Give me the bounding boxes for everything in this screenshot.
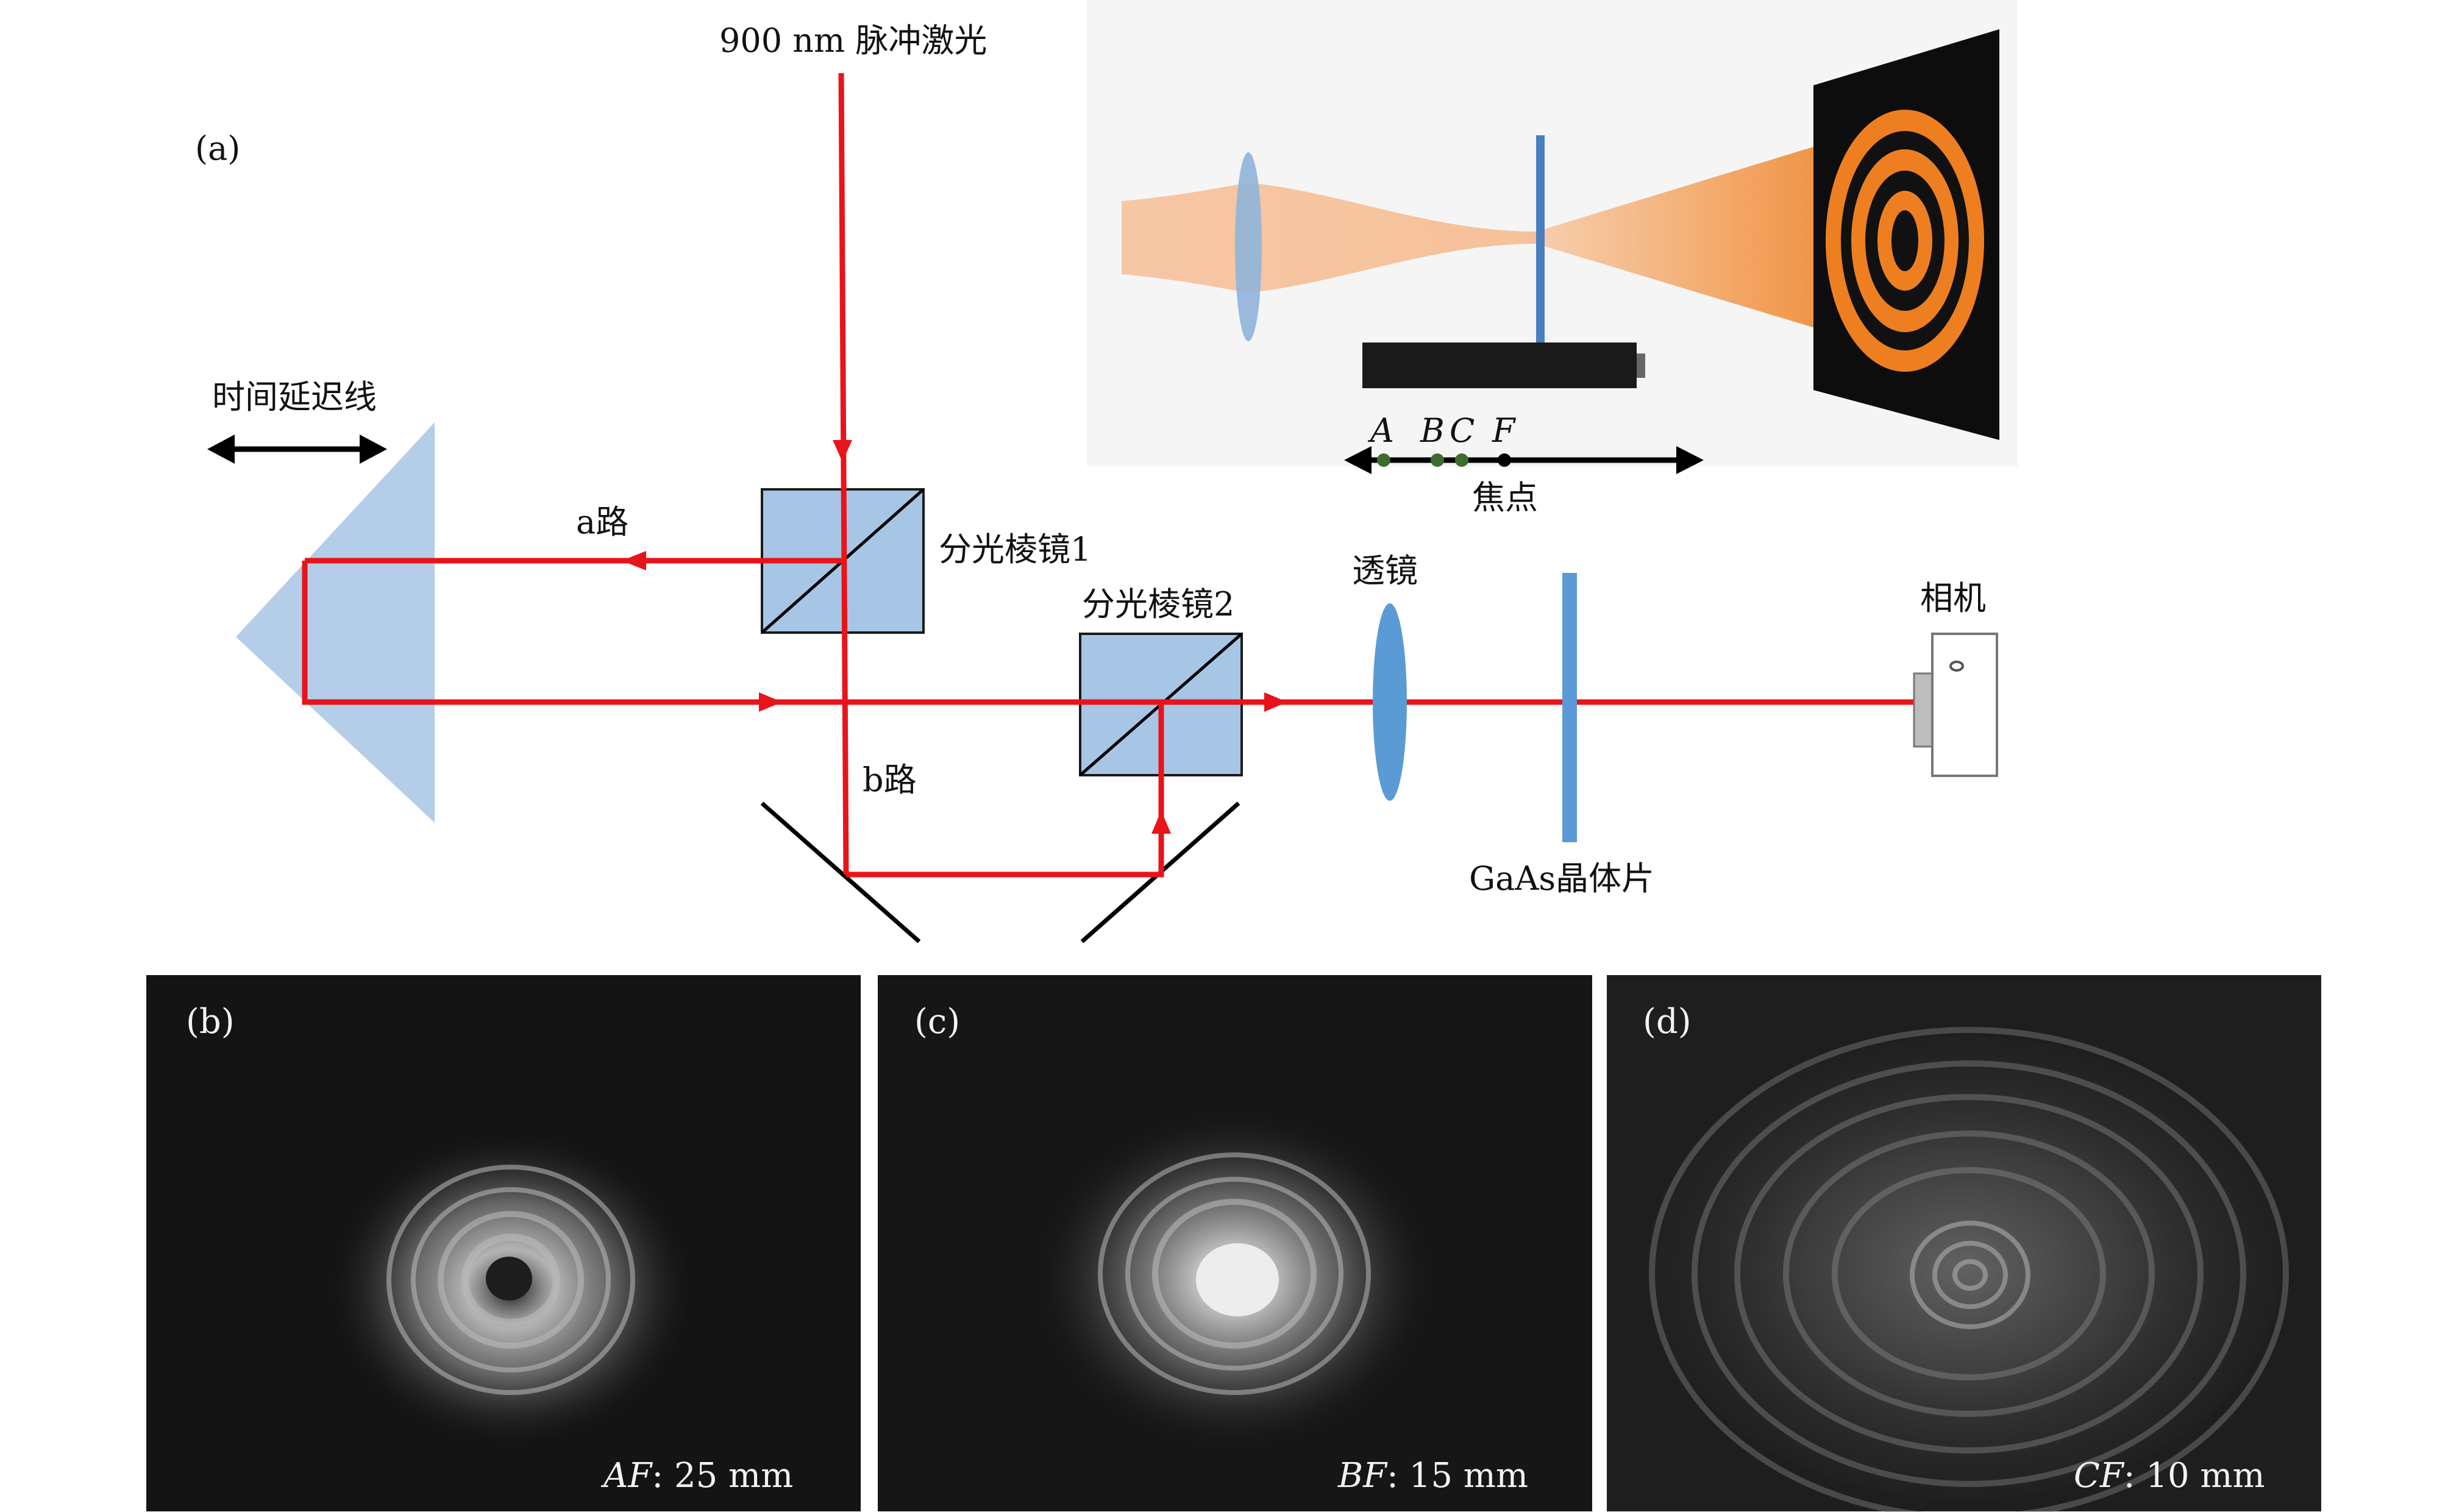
photo-c-bright-center [1196, 1243, 1279, 1316]
beam-arrow-left [622, 551, 646, 570]
lens-label: 透镜 [1352, 552, 1418, 590]
photo-b-dark-center [486, 1257, 532, 1301]
delay-line-label: 时间延迟线 [212, 378, 377, 416]
path-b-label: b路 [863, 761, 917, 799]
beam-arrow-up [1151, 811, 1171, 834]
inset-diverging-beam [1536, 133, 1902, 341]
photo-d-tag: (d) [1643, 1002, 1692, 1042]
beam-arrow-right-2 [1264, 692, 1287, 712]
point-a-label: A [1367, 411, 1394, 450]
photo-c-caption: BF: 15 mm [1337, 1456, 1528, 1496]
panel-a-tag: (a) [195, 129, 240, 168]
photo-d-center-rings [1910, 1221, 2030, 1329]
beam-arrow-down [833, 440, 852, 462]
photo-c-rings [1098, 1152, 1371, 1395]
inset-stage-knob [1637, 353, 1645, 378]
focusing-lens [1373, 603, 1407, 801]
retro-prism [236, 422, 435, 823]
panel-a: (a) A B C F 焦点 900 nm 脉冲激光 [195, 0, 2018, 943]
photo-d-rings [1649, 1027, 2289, 1512]
laser-beam-retro-return [302, 561, 767, 705]
crystal-label: GaAs晶体片 [1469, 859, 1654, 898]
beam-splitter-1-label: 分光棱镜1 [939, 530, 1091, 569]
inset-lens [1235, 152, 1262, 341]
camera-indicator-icon [1949, 661, 1964, 672]
point-b-marker [1431, 453, 1444, 467]
focus-label: 焦点 [1472, 478, 1538, 517]
inset-crystal-plate [1536, 135, 1545, 343]
path-a-label: a路 [576, 503, 628, 541]
point-c-marker [1455, 453, 1468, 467]
laser-beam-vertical [838, 73, 849, 875]
inset-translation-stage [1362, 343, 1637, 388]
inset-ring-center [1891, 210, 1918, 271]
camera-lens-mount [1913, 672, 1934, 748]
delay-line-arrow-right-head [360, 435, 387, 464]
gaas-crystal [1562, 573, 1577, 842]
delay-line-arrow-left-head [207, 435, 235, 464]
camera-body [1931, 633, 1998, 777]
photo-c-tag: (c) [914, 1002, 960, 1042]
photo-panel-b: (b) AF: 25 mm [146, 975, 861, 1511]
inset-converging-beam [1122, 183, 1536, 293]
point-a-marker [1377, 453, 1390, 467]
mirror-left [760, 801, 921, 943]
focus-axis-left-arrow [1344, 446, 1372, 474]
photo-panel-d: (d) CF: 10 mm [1607, 975, 2321, 1512]
photo-b-caption: AF: 25 mm [600, 1456, 793, 1496]
photo-d-glow [1647, 1036, 2281, 1499]
focus-axis-right-arrow [1676, 446, 1704, 474]
photo-d-caption: CF: 10 mm [2074, 1456, 2265, 1496]
laser-beam-path-b [846, 702, 1164, 878]
point-f-marker [1498, 453, 1511, 467]
point-f-label: F [1492, 411, 1517, 450]
laser-beam [302, 73, 1914, 878]
photo-panel-c: (c) BF: 15 mm [878, 975, 1592, 1511]
photo-b-tag: (b) [186, 1002, 235, 1042]
point-b-label: B [1420, 411, 1445, 450]
beam-splitter-2-label: 分光棱镜2 [1082, 585, 1234, 623]
photo-b-rings [386, 1165, 635, 1395]
point-c-label: C [1450, 411, 1475, 450]
beam-arrow-right-1 [759, 692, 782, 712]
laser-source-label: 900 nm 脉冲激光 [719, 21, 987, 60]
camera-label: 相机 [1920, 579, 1986, 617]
